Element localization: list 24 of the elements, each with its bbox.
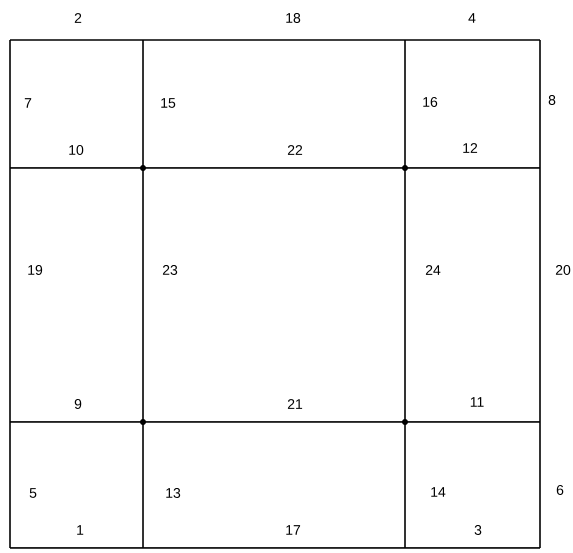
edge-number: 16 [423, 97, 438, 107]
edge-number: 9 [74, 399, 82, 409]
edge-number: 23 [162, 265, 178, 275]
edge-number: 24 [426, 265, 440, 275]
edge-number: 13 [166, 488, 180, 498]
edge-number: 10 [69, 145, 84, 155]
edge-number: 2 [74, 13, 82, 23]
edge-number: 20 [556, 265, 570, 275]
edge-number: 15 [161, 98, 176, 108]
edge-number: 22 [288, 145, 302, 155]
edge-number: 17 [286, 525, 300, 535]
edge-number: 1 [77, 525, 84, 535]
edge-number: 21 [288, 399, 302, 409]
edge-number: 18 [286, 13, 300, 23]
edge-number: 7 [24, 98, 32, 108]
edge-number: 5 [30, 488, 36, 498]
edge-number: 6 [556, 485, 564, 495]
edge-number: 12 [463, 143, 478, 153]
edge-number: 3 [474, 525, 482, 535]
edge-number: 4 [468, 13, 476, 23]
edge-number: 11 [470, 397, 484, 407]
edge-number: 14 [431, 487, 446, 497]
edge-number: 8 [548, 95, 556, 105]
edge-number: 19 [28, 265, 42, 275]
